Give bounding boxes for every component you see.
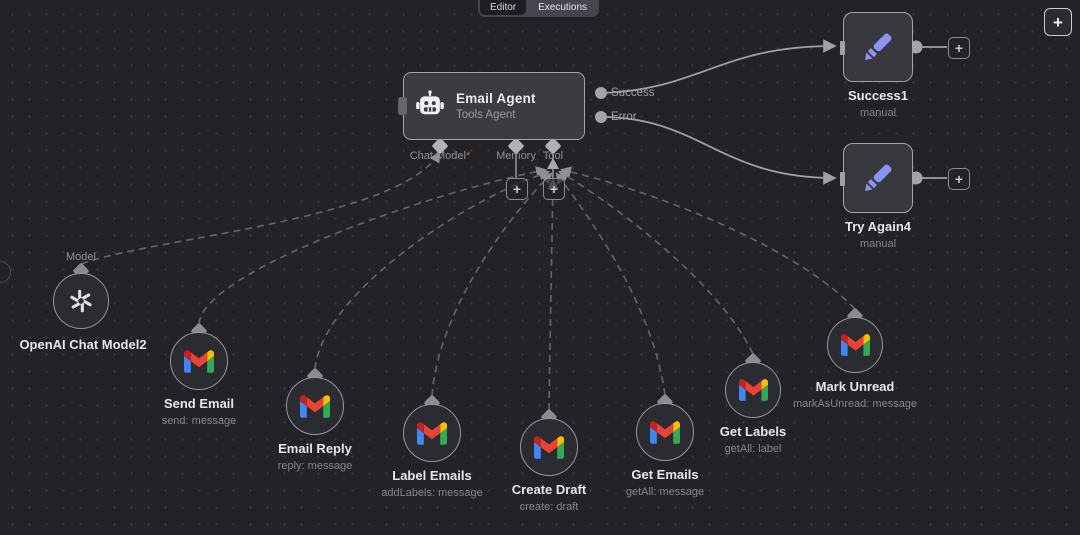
tryagain4-next-plus-button[interactable]: + bbox=[948, 168, 970, 190]
success1-node[interactable] bbox=[840, 12, 913, 82]
get-emails-subtitle: getAll: message bbox=[625, 486, 705, 498]
edge-openai-to-chatmodel[interactable] bbox=[80, 151, 441, 265]
gmail-icon bbox=[300, 394, 330, 418]
tab-executions[interactable]: Executions bbox=[528, 0, 597, 15]
view-switcher: Editor Executions bbox=[478, 0, 600, 17]
tab-editor[interactable]: Editor bbox=[480, 0, 527, 15]
add-memory-button[interactable]: + bbox=[506, 178, 528, 200]
email-agent-input-handle[interactable] bbox=[398, 97, 407, 115]
chat-model-label: Chat Model bbox=[409, 150, 466, 162]
output-label-error: Error bbox=[611, 111, 637, 123]
success1-subtitle: manual bbox=[859, 107, 897, 119]
edge-emailreply-to-tool[interactable] bbox=[314, 169, 551, 370]
gmail-node-email-reply[interactable] bbox=[286, 377, 344, 435]
gmail-node-mark-unread[interactable] bbox=[827, 317, 883, 373]
port-success-output[interactable] bbox=[595, 87, 607, 99]
email-agent-title: Email Agent bbox=[456, 91, 536, 106]
gmail-icon bbox=[738, 379, 768, 401]
label-emails-subtitle: addLabels: message bbox=[381, 487, 483, 499]
success1-next-plus-button[interactable]: + bbox=[948, 37, 970, 59]
gmail-icon bbox=[417, 421, 447, 445]
email-agent-text: Email Agent Tools Agent bbox=[456, 91, 536, 121]
gmail-node-label-emails[interactable] bbox=[403, 404, 461, 462]
mark-unread-title: Mark Unread bbox=[815, 379, 895, 394]
output-label-success: Success bbox=[611, 87, 655, 99]
send-email-title: Send Email bbox=[163, 396, 235, 411]
success1-input-handle[interactable] bbox=[840, 41, 845, 55]
plus-icon: + bbox=[549, 181, 559, 197]
email-agent-node[interactable]: Email Agent Tools Agent bbox=[398, 72, 585, 140]
plus-icon: + bbox=[1053, 12, 1063, 32]
create-draft-subtitle: create: draft bbox=[519, 501, 579, 513]
openai-title: OpenAI Chat Model2 bbox=[19, 337, 147, 352]
gmail-icon bbox=[184, 349, 214, 373]
plus-icon: + bbox=[512, 181, 522, 197]
create-draft-title: Create Draft bbox=[511, 482, 587, 497]
port-label-chat-model: Chat Model* bbox=[385, 150, 495, 162]
port-error-output[interactable] bbox=[595, 111, 607, 123]
add-tool-button[interactable]: + bbox=[543, 178, 565, 200]
tab-editor-label: Editor bbox=[490, 2, 517, 13]
edge-success-to-success1[interactable] bbox=[600, 39, 837, 94]
edge-getemails-to-tool[interactable] bbox=[555, 172, 666, 396]
edge-getlabels-to-tool[interactable] bbox=[558, 170, 754, 355]
gmail-icon bbox=[534, 435, 564, 459]
get-labels-subtitle: getAll: label bbox=[724, 443, 782, 455]
gmail-node-get-labels[interactable] bbox=[725, 362, 781, 418]
edge-createdraft-to-tool[interactable] bbox=[547, 177, 559, 411]
openai-chat-model-node[interactable] bbox=[53, 273, 109, 329]
send-email-subtitle: send: message bbox=[161, 415, 237, 427]
gmail-node-get-emails[interactable] bbox=[636, 403, 694, 461]
label-emails-title: Label Emails bbox=[392, 468, 472, 483]
pencil-icon bbox=[865, 33, 892, 60]
tryagain4-title: Try Again4 bbox=[845, 219, 911, 234]
get-labels-title: Get Labels bbox=[719, 424, 787, 439]
email-reply-title: Email Reply bbox=[278, 441, 352, 456]
add-node-button[interactable]: + bbox=[1044, 8, 1072, 36]
get-emails-title: Get Emails bbox=[631, 467, 699, 482]
gmail-icon bbox=[650, 420, 680, 444]
gmail-node-create-draft[interactable] bbox=[520, 418, 578, 476]
tab-executions-label: Executions bbox=[538, 2, 588, 13]
email-reply-subtitle: reply: message bbox=[277, 460, 353, 472]
plus-icon: + bbox=[954, 40, 964, 56]
tryagain4-subtitle: manual bbox=[859, 238, 897, 250]
port-label-model: Model bbox=[66, 251, 96, 263]
port-label-tool: Tool bbox=[542, 150, 564, 162]
tryagain4-input-handle[interactable] bbox=[840, 172, 845, 186]
port-label-memory: Memory bbox=[496, 150, 536, 162]
gmail-node-send-email[interactable] bbox=[170, 332, 228, 390]
email-agent-subtitle: Tools Agent bbox=[456, 109, 516, 121]
edge-error-to-tryagain4[interactable] bbox=[600, 116, 837, 185]
edge-labelemails-to-tool[interactable] bbox=[431, 172, 553, 397]
pencil-icon bbox=[865, 164, 892, 191]
mark-unread-subtitle: markAsUnread: message bbox=[792, 398, 918, 410]
gmail-icon bbox=[840, 334, 870, 356]
required-asterisk: * bbox=[465, 150, 471, 162]
robot-icon bbox=[404, 90, 456, 122]
plus-icon: + bbox=[954, 171, 964, 187]
success1-title: Success1 bbox=[848, 88, 908, 103]
openai-icon bbox=[70, 289, 92, 313]
tryagain4-node[interactable] bbox=[840, 143, 913, 213]
offscreen-node-edge bbox=[0, 261, 11, 283]
edge-sendemail-to-tool[interactable] bbox=[198, 166, 548, 325]
